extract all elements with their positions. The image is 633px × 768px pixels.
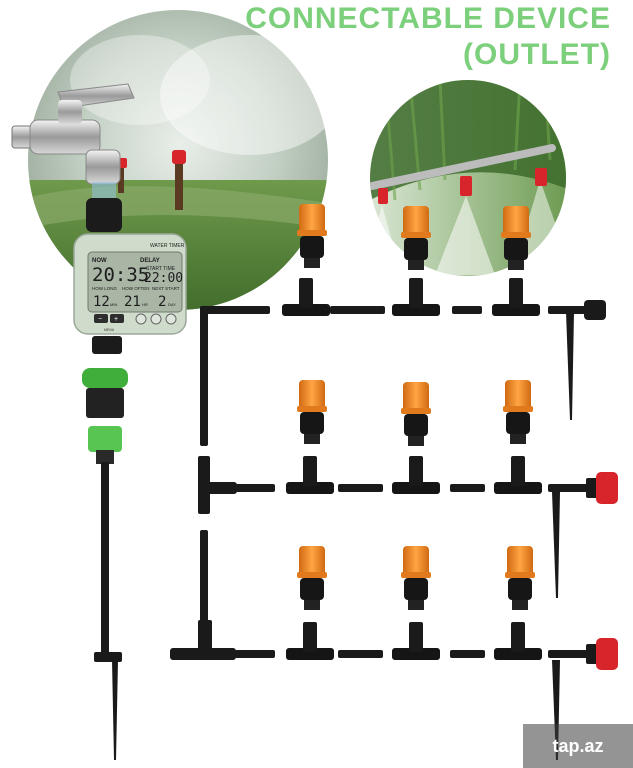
- left-stake: [94, 462, 122, 760]
- button-plus-label: +: [114, 316, 118, 323]
- watermark: tap.az: [523, 724, 633, 768]
- lcd-delay-label: DELAY: [140, 258, 160, 264]
- lcd-how-often-value: 21: [124, 294, 141, 310]
- lcd-next-start-value: 2: [158, 294, 166, 310]
- lcd-next-start-label: NEXT START: [152, 286, 180, 291]
- lcd-start-time: 22:00: [144, 271, 183, 286]
- lcd-how-long-value: 12: [93, 294, 110, 310]
- right-stakes: [552, 300, 606, 760]
- lcd-how-often-unit: HR: [142, 302, 148, 307]
- red-end-caps: [586, 472, 618, 670]
- button-minus-label: −: [98, 316, 102, 323]
- lcd-how-long-label: HOW LONG: [92, 286, 118, 291]
- mist-photo: [365, 80, 570, 280]
- timer-brand: WATER TIMER: [150, 243, 185, 249]
- lcd-how-long-unit: MIN: [110, 302, 117, 307]
- lcd-how-often-label: HOW OFTEN: [122, 286, 150, 291]
- lcd-now-time: 20:35: [92, 264, 149, 286]
- button-menu-label: MENU: [104, 328, 115, 332]
- lcd-next-start-unit: DAY: [168, 302, 176, 307]
- quick-connector: [82, 368, 128, 464]
